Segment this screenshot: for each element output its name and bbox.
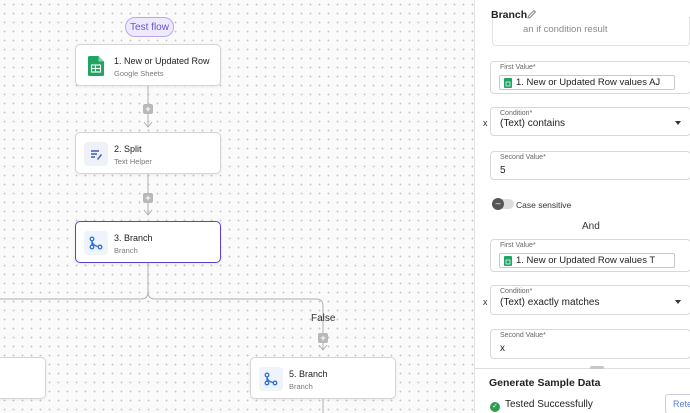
and-separator: And [582, 221, 600, 232]
check-circle-icon: ✓ [490, 402, 500, 412]
first-value-field[interactable]: First Value* 1. New or Updated Row value… [490, 239, 690, 272]
edit-pencil-icon[interactable] [527, 9, 537, 19]
flow-connectors [0, 86, 328, 413]
step-node-new-or-updated-row[interactable]: 1. New or Updated Row Google Sheets [75, 44, 221, 86]
first-value-chip[interactable]: 1. New or Updated Row values AJ [499, 75, 675, 90]
step-subtitle: Branch [114, 246, 138, 255]
condition-value: (Text) contains [500, 118, 566, 129]
section-resize-handle[interactable] [590, 366, 604, 369]
google-sheets-icon [504, 256, 512, 266]
second-value-label: Second Value* [500, 154, 546, 161]
text-helper-icon [84, 142, 108, 166]
step-title: 2. Split [114, 144, 142, 154]
add-step-button[interactable]: + [143, 193, 153, 203]
false-branch-label: False [311, 313, 336, 324]
case-sensitive-label: Case sensitive [516, 200, 572, 210]
step-title: 3. Branch [114, 233, 153, 243]
second-value-label: Second Value* [500, 332, 546, 339]
panel-title: Branch [491, 9, 528, 21]
chevron-down-icon [675, 121, 681, 125]
first-value-text: 1. New or Updated Row values AJ [516, 77, 661, 88]
first-value-field[interactable]: First Value* 1. New or Updated Row value… [490, 61, 690, 94]
condition-label: Condition* [500, 288, 533, 295]
first-value-label: First Value* [500, 242, 536, 249]
retest-button[interactable]: Retest [665, 394, 690, 413]
test-status: ✓ Tested Successfully [490, 399, 593, 412]
test-flow-button[interactable]: Test flow [125, 17, 174, 37]
condition-label: Condition* [500, 110, 533, 117]
add-step-button[interactable]: + [318, 333, 328, 343]
step-node-branch-5[interactable]: 5. Branch Branch [250, 357, 396, 399]
case-sensitive-toggle[interactable]: – [492, 198, 514, 210]
condition-select[interactable]: Condition* (Text) exactly matches [490, 285, 690, 315]
second-value-text: 5 [500, 165, 506, 176]
first-value-chip[interactable]: 1. New or Updated Row values T [499, 253, 675, 268]
first-value-label: First Value* [500, 64, 536, 71]
condition-value: (Text) exactly matches [500, 297, 600, 308]
step-settings-panel: an if condition result Branch First Valu… [474, 0, 690, 413]
add-step-button[interactable]: + [143, 104, 153, 114]
step-node-branch-selected[interactable]: 3. Branch Branch [75, 221, 221, 263]
flow-canvas[interactable]: Test flow 1. New or Updated Row Google S… [0, 0, 474, 413]
step-subtitle: Text Helper [114, 157, 152, 166]
step-subtitle: Google Sheets [114, 69, 164, 78]
condition-hint: an if condition result [492, 17, 690, 46]
second-value-text: x [500, 343, 505, 354]
step-node-split[interactable]: 2. Split Text Helper [75, 132, 221, 174]
second-value-field[interactable]: Second Value* x [490, 329, 690, 359]
step-title: 5. Branch [289, 369, 328, 379]
step-title: 1. New or Updated Row [114, 56, 210, 66]
toggle-minus-icon: – [492, 198, 504, 210]
section-divider [475, 368, 690, 369]
chevron-down-icon [675, 300, 681, 304]
step-node-true-branch[interactable] [0, 357, 46, 399]
branch-icon [84, 231, 108, 255]
generate-sample-data-title: Generate Sample Data [489, 377, 601, 389]
second-value-field[interactable]: Second Value* 5 [490, 151, 690, 180]
remove-condition-button[interactable]: x [483, 118, 488, 128]
remove-condition-button[interactable]: x [483, 297, 488, 307]
step-subtitle: Branch [289, 382, 313, 391]
google-sheets-icon [504, 78, 512, 88]
branch-icon [259, 367, 283, 391]
condition-select[interactable]: Condition* (Text) contains [490, 107, 690, 136]
first-value-text: 1. New or Updated Row values T [516, 255, 656, 266]
google-sheets-icon [84, 54, 108, 78]
test-status-text: Tested Successfully [505, 399, 593, 410]
